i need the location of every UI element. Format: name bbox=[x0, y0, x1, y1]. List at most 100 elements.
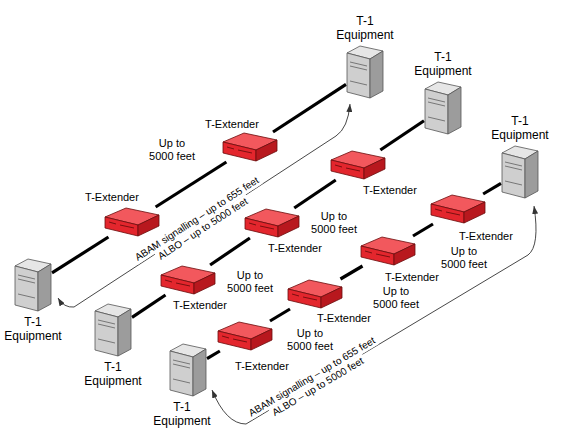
icon-face bbox=[105, 217, 138, 236]
icon-detail bbox=[428, 117, 445, 121]
icon-detail bbox=[98, 324, 115, 328]
t1-equipment: T-1 Equipment bbox=[14, 258, 52, 312]
icon-face bbox=[223, 142, 256, 161]
extender-icon bbox=[244, 208, 300, 238]
extender-label: T-Extender bbox=[173, 299, 227, 312]
extender-label: T-Extender bbox=[85, 191, 139, 204]
icon-detail bbox=[350, 62, 367, 66]
distance-label: Up to 5000 feet bbox=[285, 327, 335, 353]
t-extender: T-Extender bbox=[330, 150, 386, 180]
icon-detail bbox=[505, 181, 522, 185]
equipment-icon bbox=[501, 145, 539, 199]
t1-equipment: T-1 Equipment bbox=[424, 81, 462, 135]
equipment-icon bbox=[346, 45, 384, 99]
icon-face bbox=[95, 311, 118, 356]
icon-detail bbox=[428, 102, 445, 106]
cable bbox=[207, 351, 220, 359]
icon-face bbox=[331, 160, 364, 179]
icon-detail bbox=[98, 339, 115, 343]
equipment-icon bbox=[94, 303, 132, 357]
extender-label: T-Extender bbox=[363, 184, 417, 197]
extender-label: T-Extender bbox=[235, 360, 289, 373]
icon-face bbox=[194, 273, 215, 294]
t-extender: T-Extender bbox=[160, 265, 216, 295]
t-extender: T-Extender bbox=[104, 207, 160, 237]
icon-face bbox=[361, 246, 394, 265]
t-extender: T-Extender bbox=[430, 194, 486, 224]
t-extender: T-Extender bbox=[360, 236, 416, 266]
equipment-label: T-1 Equipment bbox=[81, 360, 145, 388]
icon-face bbox=[431, 204, 464, 223]
icon-detail bbox=[222, 336, 229, 338]
icon-detail bbox=[428, 98, 445, 102]
extender-icon bbox=[217, 321, 273, 351]
icon-detail bbox=[173, 364, 190, 368]
extender-label: T-Extender bbox=[268, 242, 322, 255]
icon-face bbox=[256, 140, 277, 161]
icon-detail bbox=[109, 222, 116, 224]
cable bbox=[340, 266, 362, 279]
icon-face bbox=[278, 216, 299, 237]
icon-detail bbox=[18, 275, 35, 279]
icon-face bbox=[502, 153, 525, 198]
extender-label: T-Extender bbox=[459, 230, 513, 243]
icon-detail bbox=[173, 379, 190, 383]
icon-face bbox=[161, 275, 194, 294]
icon-detail bbox=[350, 81, 367, 85]
cable bbox=[210, 238, 250, 265]
icon-face bbox=[118, 309, 131, 356]
icon-detail bbox=[238, 150, 252, 153]
equipment-label: T-1 Equipment bbox=[411, 50, 475, 78]
icon-detail bbox=[18, 279, 35, 283]
icon-face bbox=[218, 331, 251, 350]
t1-equipment: T-1 Equipment bbox=[346, 45, 384, 99]
extender-icon bbox=[360, 236, 416, 266]
icon-face bbox=[38, 264, 51, 311]
cable bbox=[273, 84, 346, 132]
icon-face bbox=[364, 158, 385, 179]
icon-face bbox=[170, 351, 193, 396]
equipment-label: T-1 Equipment bbox=[1, 315, 65, 343]
extender-icon bbox=[222, 132, 278, 162]
icon-detail bbox=[505, 166, 522, 170]
icon-detail bbox=[346, 168, 360, 171]
distance-label: Up to 5000 feet bbox=[309, 210, 359, 236]
dimension-bracket bbox=[212, 206, 536, 424]
t1-equipment: T-1 Equipment bbox=[501, 145, 539, 199]
icon-detail bbox=[227, 147, 234, 149]
icon-detail bbox=[446, 212, 460, 215]
icon-detail bbox=[98, 320, 115, 324]
icon-face bbox=[425, 89, 448, 134]
equipment-label: T-1 Equipment bbox=[333, 14, 397, 42]
t-extender: T-Extender bbox=[217, 321, 273, 351]
cable bbox=[483, 183, 501, 194]
icon-detail bbox=[173, 360, 190, 364]
icon-detail bbox=[292, 294, 299, 296]
t1-equipment: T-1 Equipment bbox=[94, 303, 132, 357]
icon-face bbox=[245, 218, 278, 237]
icon-face bbox=[251, 329, 272, 350]
t-extender: T-Extender bbox=[244, 208, 300, 238]
equipment-icon bbox=[424, 81, 462, 135]
icon-detail bbox=[165, 280, 172, 282]
icon-detail bbox=[335, 165, 342, 167]
extender-label: T-Extender bbox=[205, 118, 259, 131]
equipment-label: T-1 Equipment bbox=[488, 114, 552, 142]
dimension-bracket bbox=[58, 104, 350, 307]
cable bbox=[132, 295, 166, 317]
extender-icon bbox=[104, 207, 160, 237]
distance-label: Up to 5000 feet bbox=[225, 269, 275, 295]
t-extender: T-Extender bbox=[222, 132, 278, 162]
icon-face bbox=[15, 266, 38, 311]
cable bbox=[413, 224, 433, 236]
icon-detail bbox=[303, 297, 317, 300]
icon-face bbox=[138, 215, 159, 236]
icon-detail bbox=[376, 254, 390, 257]
icon-detail bbox=[505, 162, 522, 166]
extender-label: T-Extender bbox=[317, 312, 371, 325]
distance-label: Up to 5000 feet bbox=[147, 137, 197, 163]
cable bbox=[380, 121, 424, 150]
icon-detail bbox=[120, 225, 134, 228]
